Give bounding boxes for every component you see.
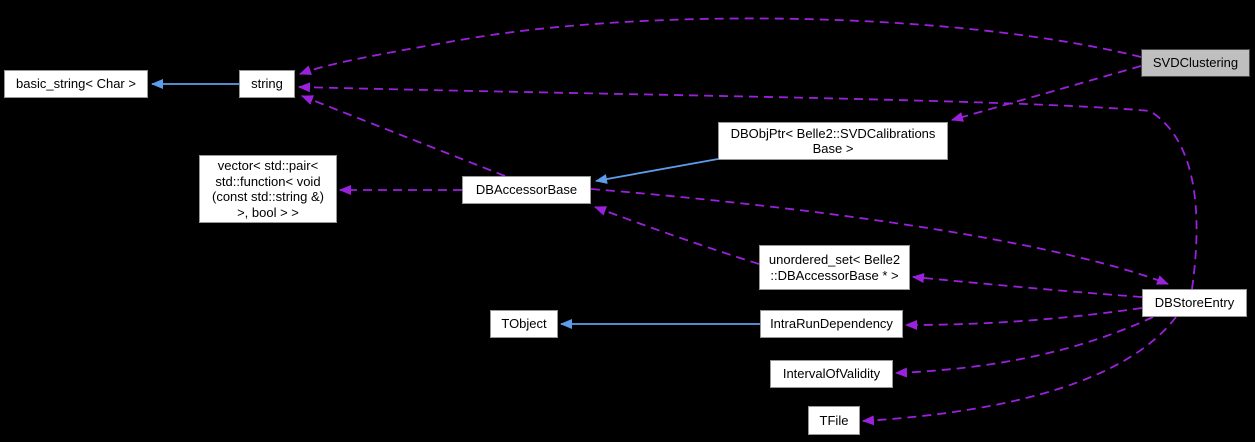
node-string-label: string xyxy=(251,76,283,92)
node-svdclustering-label: SVDClustering xyxy=(1152,55,1239,71)
node-intervalofvalidity[interactable]: IntervalOfValidity xyxy=(770,360,893,388)
edge-svdclustering-to-string-usage xyxy=(299,17,1142,75)
edge-dbstoreentry-to-tfile-usage xyxy=(862,316,1177,426)
node-dbaccessorbase-label: DBAccessorBase xyxy=(475,182,578,198)
node-string[interactable]: string xyxy=(239,70,295,98)
node-vector-pair-label: vector< std::pair< std::function< void (… xyxy=(212,158,324,220)
node-dbaccessorbase[interactable]: DBAccessorBase xyxy=(462,176,591,204)
node-unordered-set[interactable]: unordered_set< Belle2 ::DBAccessorBase *… xyxy=(759,245,910,290)
edge-unordered-set-to-dbaccessorbase-usage xyxy=(594,206,760,265)
node-dbobjptr-label: DBObjPtr< Belle2::SVDCalibrations Base > xyxy=(730,125,936,157)
node-tobject-label: TObject xyxy=(501,316,547,332)
node-basic-string[interactable]: basic_string< Char > xyxy=(4,70,148,98)
edge-dbstoreentry-to-intrarundependency-usage xyxy=(905,307,1143,330)
node-basic-string-label: basic_string< Char > xyxy=(16,76,136,92)
node-unordered-set-label: unordered_set< Belle2 ::DBAccessorBase *… xyxy=(768,252,901,283)
edge-svdclustering-to-dbobjptr-usage xyxy=(951,65,1142,122)
edge-dbstoreentry-to-string-usage xyxy=(298,82,1198,290)
node-dbstoreentry[interactable]: DBStoreEntry xyxy=(1142,289,1247,317)
edge-dbaccessorbase-to-string-usage xyxy=(301,95,506,177)
node-intrarundependency[interactable]: IntraRunDependency xyxy=(760,310,903,338)
edge-dbstoreentry-to-intervalofvalidity-usage xyxy=(895,316,1154,378)
edge-dbstoreentry-to-unordered-set-usage xyxy=(912,273,1143,298)
node-tfile-label: TFile xyxy=(819,412,849,428)
edge-dbaccessorbase-to-dbstoreentry-usage xyxy=(590,188,1169,285)
node-intervalofvalidity-label: IntervalOfValidity xyxy=(782,366,881,382)
node-vector-pair[interactable]: vector< std::pair< std::function< void (… xyxy=(199,155,337,223)
node-dbobjptr[interactable]: DBObjPtr< Belle2::SVDCalibrations Base > xyxy=(718,122,948,160)
node-dbstoreentry-label: DBStoreEntry xyxy=(1154,295,1235,311)
node-intrarundependency-label: IntraRunDependency xyxy=(770,316,893,332)
node-tobject[interactable]: TObject xyxy=(490,310,558,338)
node-tfile[interactable]: TFile xyxy=(808,406,860,435)
edge-dbobjptr-to-dbaccessorbase-inheritance xyxy=(595,158,719,184)
node-svdclustering[interactable]: SVDClustering xyxy=(1141,49,1250,77)
